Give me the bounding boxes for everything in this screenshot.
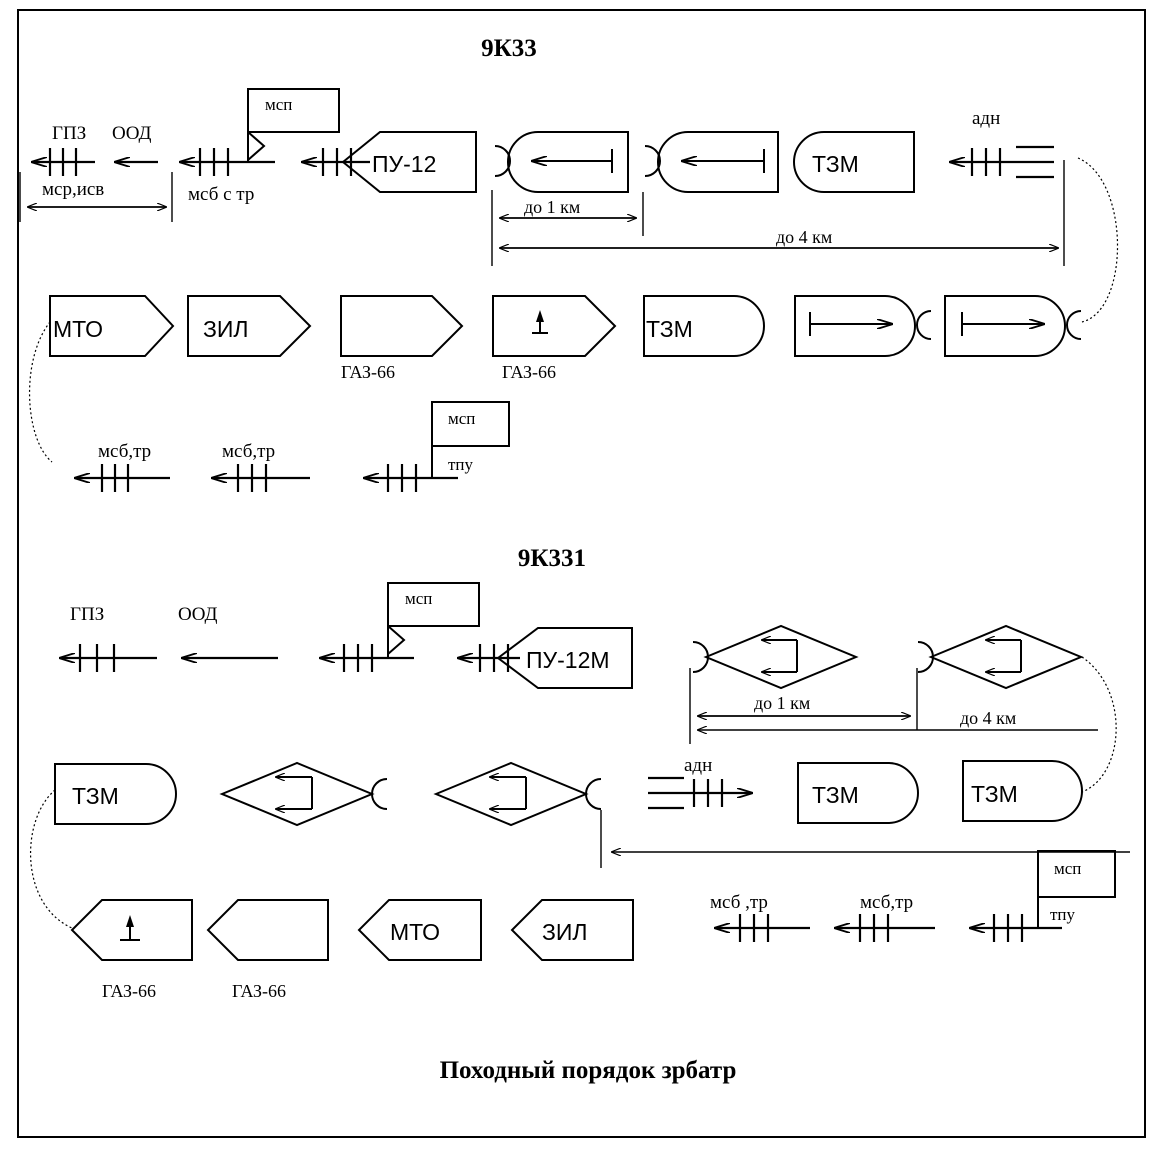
msr-isv-distance [19,172,173,222]
mto-vehicle-row2 [49,295,175,357]
mto-label-row2: МТО [53,316,103,342]
zil-label-row2: ЗИЛ [203,316,249,342]
row-connector-right-1 [1077,157,1119,323]
diamond-launcher-3 [219,761,388,827]
adn-label-2: адн [684,755,712,776]
tzm-label-left: ТЗМ [72,783,119,809]
distance-markers-row2 [689,668,1098,744]
pu12m-launcher [458,627,633,689]
tzm-vehicle-right [962,760,1083,822]
msr-isv-label: мср,исв [42,179,104,200]
section-title-9k331: 9К331 [518,545,586,572]
msb-s-tr-label: мсб с тр [188,184,254,205]
pu12m-label: ПУ-12М [526,647,610,673]
msp-flag-label-4: мсп [1054,859,1081,878]
tzm-label-row1: ТЗМ [812,151,859,177]
gaz66-label-a: ГАЗ-66 [341,362,395,382]
diamond-launcher-1 [692,624,859,690]
msb-tr-symbol-3 [715,914,810,942]
msb-with-msp-flag-2 [320,582,480,672]
zil-vehicle-row3 [510,899,634,961]
msp-flag-label-1: мсп [265,95,292,114]
tpu-label-1: тпу [448,455,474,474]
msb-tr-label-2: мсб,тр [222,441,275,462]
mto-vehicle-row3 [357,899,482,961]
adn-symbol-2 [648,776,752,810]
msb-tr-label-4: мсб,тр [860,892,913,913]
zil-vehicle-row2 [187,295,312,357]
diamond-launcher-2 [917,624,1084,690]
tzm-label-row2: ТЗМ [646,316,693,342]
gpz-column-symbol-2 [60,644,157,672]
msp-tpu-symbol-2 [970,850,1116,942]
gaz66-vehicle-c [70,899,193,961]
do-4km-label-2: до 4 км [960,708,1016,728]
msb-tr-label-3: мсб ,тр [710,892,768,913]
adn-label: адн [972,108,1000,129]
msp-flag-label-3: мсп [405,589,432,608]
gaz66-vehicle-d [206,899,329,961]
msb-tr-symbol-1 [75,464,170,492]
section-title-9k33: 9К33 [481,35,537,62]
launcher-vehicle-3 [794,295,932,357]
zil-label-row3: ЗИЛ [542,919,588,945]
tzm-vehicle-row1 [793,131,915,193]
launcher-vehicle-4 [944,295,1082,357]
msb-with-msp-flag [180,88,340,176]
row-connector-right-2 [1081,656,1117,793]
do-1km-label-1: до 1 км [524,197,580,217]
tzm-label-right: ТЗМ [971,781,1018,807]
do-1km-label-2: до 1 км [754,693,810,713]
tpu-label-2: тпу [1050,905,1076,924]
gaz66-label-d: ГАЗ-66 [232,981,286,1001]
footer-caption: Походный порядок зрбатр [440,1057,737,1084]
gaz66-vehicle-b [492,295,617,357]
gpz-column-symbol [32,148,95,176]
launcher-vehicle-1 [494,131,629,193]
row-connector-left-1 [28,321,53,463]
row-connector-left-2 [30,789,73,929]
msb-tr-symbol-4 [835,914,935,942]
msb-tr-symbol-2 [212,464,310,492]
tzm-vehicle-left [54,763,177,825]
gpz-label: ГПЗ [52,123,86,144]
launcher-vehicle-2 [644,131,779,193]
msp-tpu-symbol-1 [364,401,510,492]
tzm-vehicle-row2 [643,295,765,357]
pu12-launcher [302,131,477,193]
gpz-label-2: ГПЗ [70,604,104,625]
page-border [17,9,1146,1138]
gaz66-label-c: ГАЗ-66 [102,981,156,1001]
mto-label-row3: МТО [390,919,440,945]
do-4km-label-1: до 4 км [776,227,832,247]
ood-label-2: ООД [178,604,217,625]
tzm-vehicle-mid [797,762,919,824]
msb-tr-label-1: мсб,тр [98,441,151,462]
distance-markers-row1 [491,160,1065,266]
tzm-label-mid: ТЗМ [812,782,859,808]
diamond-launcher-4 [433,761,602,827]
adn-symbol [950,145,1054,179]
gaz66-vehicle-a [340,295,464,357]
msp-flag-label-2: мсп [448,409,475,428]
ood-label: ООД [112,123,151,144]
pu12-label: ПУ-12 [372,151,436,177]
gaz66-label-b: ГАЗ-66 [502,362,556,382]
